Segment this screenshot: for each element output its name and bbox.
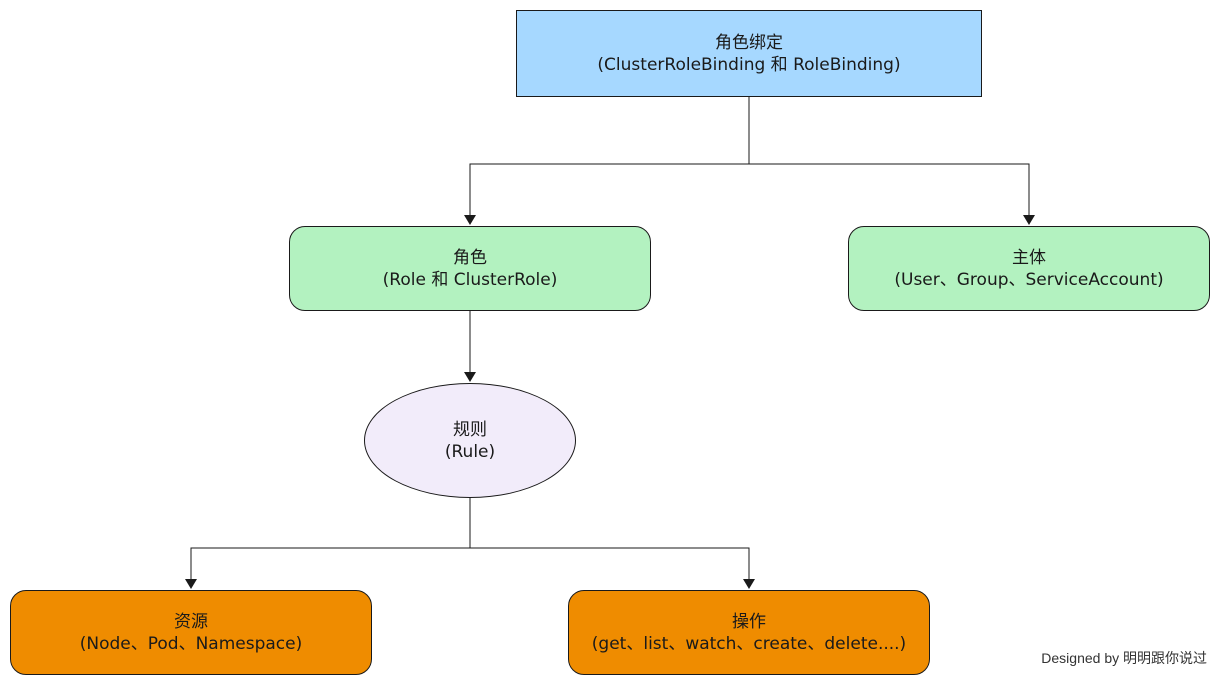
node-subject-subtitle: (User、Group、ServiceAccount)	[894, 269, 1164, 290]
node-role-binding-subtitle: (ClusterRoleBinding 和 RoleBinding)	[597, 54, 901, 75]
designer-credit: Designed by 明明跟你说过	[1041, 650, 1207, 666]
node-resource-title: 资源	[174, 611, 208, 632]
node-rule-title: 规则	[453, 419, 487, 440]
edge-rule-to-resource	[185, 498, 471, 589]
node-rule: 规则 (Rule)	[364, 383, 576, 498]
node-resource: 资源 (Node、Pod、Namespace)	[10, 590, 372, 675]
node-role-subtitle: (Role 和 ClusterRole)	[382, 269, 558, 290]
node-action-title: 操作	[732, 611, 766, 632]
node-role-title: 角色	[453, 247, 487, 268]
edge-binding-to-role	[464, 97, 750, 225]
node-action-subtitle: (get、list、watch、create、delete....)	[591, 633, 907, 654]
node-subject: 主体 (User、Group、ServiceAccount)	[848, 226, 1210, 311]
node-subject-title: 主体	[1012, 247, 1046, 268]
node-role-binding: 角色绑定 (ClusterRoleBinding 和 RoleBinding)	[516, 10, 982, 97]
edge-rule-to-action	[470, 547, 755, 589]
node-action: 操作 (get、list、watch、create、delete....)	[568, 590, 930, 675]
node-resource-subtitle: (Node、Pod、Namespace)	[79, 633, 303, 654]
node-role: 角色 (Role 和 ClusterRole)	[289, 226, 651, 311]
edge-binding-to-subject	[749, 163, 1035, 225]
node-rule-subtitle: (Rule)	[444, 441, 496, 462]
node-role-binding-title: 角色绑定	[715, 32, 783, 53]
